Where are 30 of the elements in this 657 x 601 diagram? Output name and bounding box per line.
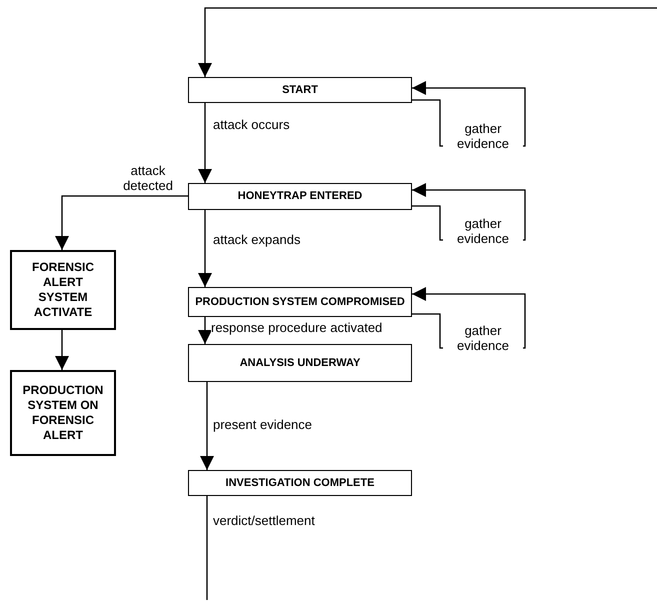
- arrow: [198, 210, 212, 287]
- state-box: [188, 344, 412, 382]
- state-box: [188, 77, 412, 103]
- state-name: FORENSIC ALERT SYSTEM ACTIVATE: [30, 260, 95, 320]
- arrow: [198, 317, 212, 344]
- state-box: [10, 250, 116, 330]
- edge-label: gather evidence: [443, 323, 523, 353]
- arrow: [55, 195, 188, 250]
- edge-label: gather evidence: [443, 216, 523, 246]
- arrow: [55, 330, 69, 370]
- edge-label: attack occurs: [213, 117, 290, 132]
- state-name: START: [282, 82, 318, 98]
- arrow: [200, 382, 214, 470]
- arrow: [198, 103, 212, 183]
- edge-label: verdict/settlement: [213, 513, 315, 528]
- state-name: PRODUCTION SYSTEM ON FORENSIC ALERT: [22, 383, 104, 443]
- edge-label: gather evidence: [443, 121, 523, 151]
- state-box: [188, 183, 412, 210]
- state-name: HONEYTRAP ENTERED: [238, 189, 362, 204]
- edge-label: response procedure activated: [211, 320, 382, 335]
- edge-label: present evidence: [213, 417, 312, 432]
- state-name: INVESTIGATION COMPLETE: [226, 476, 374, 490]
- connector-line: [206, 496, 208, 600]
- state-name: PRODUCTION SYSTEM COMPROMISED: [195, 294, 405, 310]
- state-name: ANALYSIS UNDERWAY: [240, 356, 360, 370]
- state-box: [10, 370, 116, 456]
- arrow: [198, 7, 657, 77]
- state-box: [188, 287, 412, 317]
- state-box: [188, 470, 412, 496]
- edge-label: attack expands: [213, 232, 300, 247]
